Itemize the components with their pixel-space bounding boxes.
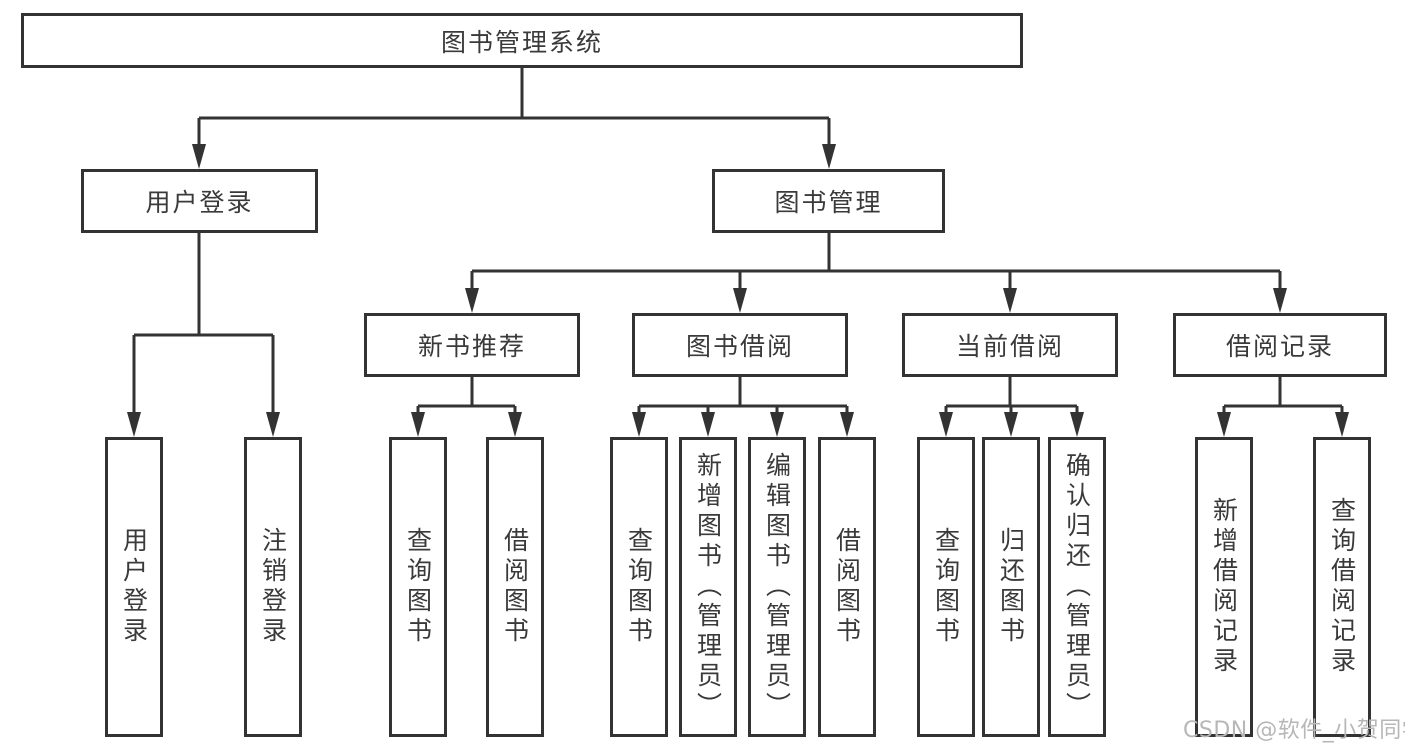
leaf-return-book-label: 归还图书 xyxy=(996,527,1026,647)
leaf-borrow-books-recommend: 借阅图书 xyxy=(486,437,544,737)
node-user-login-branch: 用户登录 xyxy=(81,169,318,233)
node-library-management-system: 图书管理系统 xyxy=(21,13,1023,68)
leaf-edit-book-admin-label: 编辑图书（管理员） xyxy=(762,452,792,722)
leaf-query-books-current: 查询图书 xyxy=(917,437,975,737)
leaf-query-books-current-label: 查询图书 xyxy=(931,527,961,647)
leaf-query-books-recommend: 查询图书 xyxy=(389,437,447,737)
leaf-confirm-return-admin: 确认归还（管理员） xyxy=(1048,437,1106,737)
leaf-query-borrow-record-label: 查询借阅记录 xyxy=(1327,497,1357,677)
arrowheads xyxy=(127,144,1349,437)
leaf-edit-book-admin: 编辑图书（管理员） xyxy=(748,437,806,737)
leaf-borrow-books-label: 借阅图书 xyxy=(832,527,862,647)
leaf-add-borrow-record: 新增借阅记录 xyxy=(1195,437,1253,737)
csdn-watermark: CSDN @软件_小贺同学 xyxy=(1183,718,1405,743)
node-book-borrowing: 图书借阅 xyxy=(632,313,848,377)
node-borrowing-records: 借阅记录 xyxy=(1173,313,1387,377)
leaf-query-books-borrow: 查询图书 xyxy=(610,437,668,737)
leaf-logout-label: 注销登录 xyxy=(258,527,288,647)
leaf-confirm-return-admin-label: 确认归还（管理员） xyxy=(1062,452,1092,722)
leaf-query-books-borrow-label: 查询图书 xyxy=(624,527,654,647)
leaf-query-borrow-record: 查询借阅记录 xyxy=(1313,437,1371,737)
node-current-borrowing: 当前借阅 xyxy=(902,313,1118,377)
leaf-add-borrow-record-label: 新增借阅记录 xyxy=(1209,497,1239,677)
leaf-borrow-books-recommend-label: 借阅图书 xyxy=(500,527,530,647)
leaf-user-login-label: 用户登录 xyxy=(119,527,149,647)
node-book-management-branch: 图书管理 xyxy=(712,169,945,233)
leaf-logout: 注销登录 xyxy=(244,437,302,737)
node-new-book-recommend: 新书推荐 xyxy=(364,313,580,377)
leaf-add-book-admin-label: 新增图书（管理员） xyxy=(693,452,723,722)
leaf-query-books-recommend-label: 查询图书 xyxy=(403,527,433,647)
leaf-borrow-books: 借阅图书 xyxy=(818,437,876,737)
leaf-add-book-admin: 新增图书（管理员） xyxy=(679,437,737,737)
leaf-return-book: 归还图书 xyxy=(982,437,1040,737)
leaf-user-login: 用户登录 xyxy=(105,437,163,737)
